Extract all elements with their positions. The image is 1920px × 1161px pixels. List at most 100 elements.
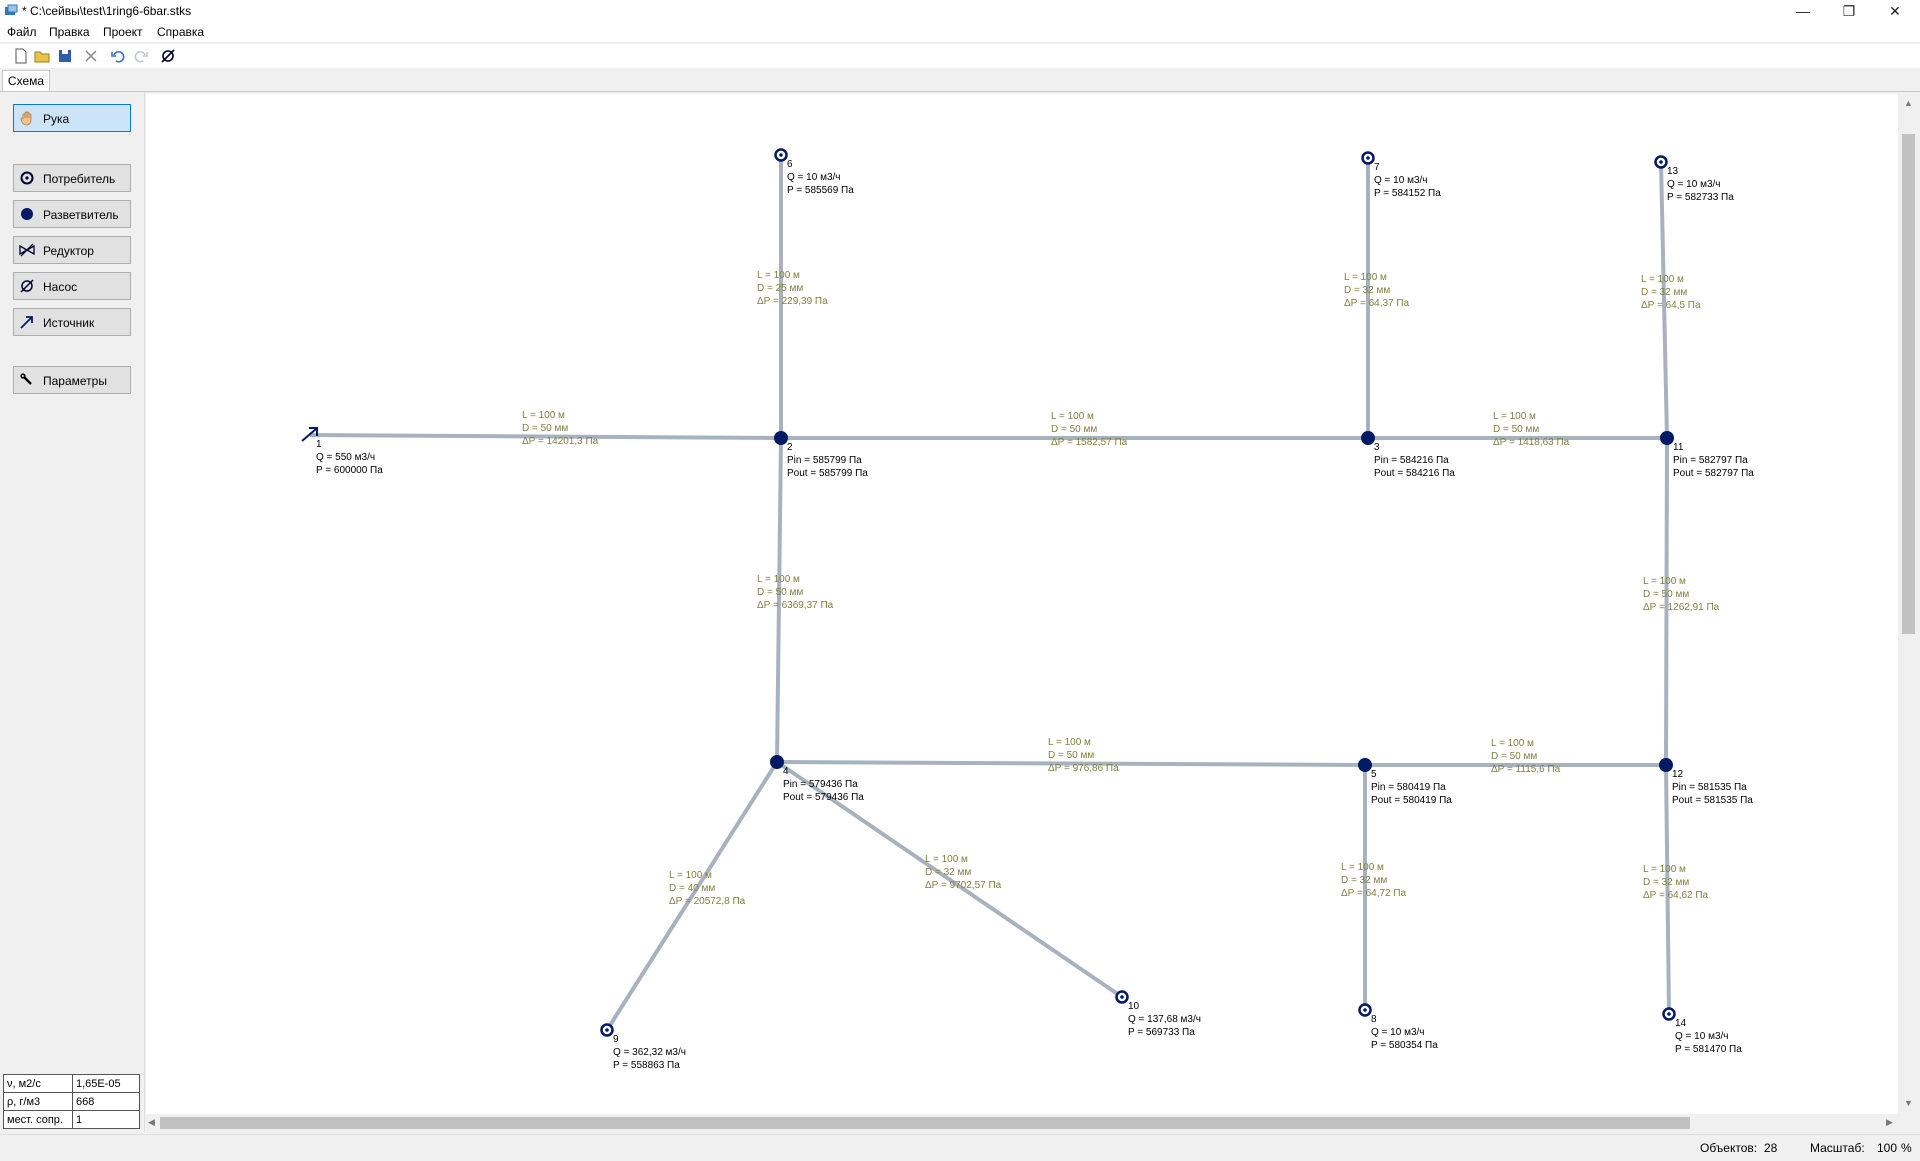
menu-help[interactable]: Справка [157,25,205,39]
pipe-param-label: L = 100 м [669,870,712,881]
horizontal-scrollbar[interactable]: ◀ ▶ [146,1114,1898,1132]
source-tool-button[interactable]: Источник [13,308,131,336]
splitter-node-icon[interactable] [1659,758,1673,772]
close-button[interactable]: ✕ [1889,3,1901,19]
splitter-node-icon[interactable] [770,755,784,769]
restore-button[interactable]: ❐ [1842,3,1856,19]
horizontal-scroll-thumb[interactable] [160,1117,1690,1129]
pipe-line[interactable] [605,760,779,1032]
consumer-node-icon[interactable] [1115,990,1129,1004]
pipe-param-label: D = 50 мм [1493,424,1539,435]
hand-tool-button[interactable]: Рука [13,104,131,132]
consumer-node[interactable]: 10Q = 137,68 м3/чP = 569733 Па [1115,990,1201,1039]
pump-tool-icon[interactable] [159,47,177,65]
consumer-node-icon[interactable] [1358,1003,1372,1017]
param-value-input[interactable]: 1,65E-05 [72,1074,140,1093]
menu-project[interactable]: Проект [103,25,143,39]
node-param-label: Pout = 579436 Па [783,792,864,803]
pipe-line[interactable] [775,437,783,763]
pipe-param-label: D = 50 мм [1051,424,1097,435]
consumer-icon [20,171,34,185]
pipe-param-label: ΔP = 1262,91 Па [1643,602,1720,613]
open-folder-icon[interactable] [33,47,51,65]
vertical-scroll-thumb[interactable] [1902,134,1915,634]
splitter-node-icon[interactable] [1660,431,1674,445]
consumer-node-icon[interactable] [1662,1007,1676,1021]
consumer-tool-button[interactable]: Потребитель [13,164,131,192]
menu-file[interactable]: Файл [7,25,37,39]
tab-scheme[interactable]: Схема [2,70,50,93]
scroll-down-icon[interactable]: ▼ [1904,1098,1913,1108]
undo-icon[interactable] [109,47,127,65]
param-value-input[interactable]: 668 [72,1092,140,1111]
new-file-icon[interactable] [12,47,30,65]
consumer-node[interactable]: 14Q = 10 м3/чP = 581470 Па [1662,1007,1743,1056]
reducer-tool-button[interactable]: Редуктор [13,236,131,264]
splitter-tool-button[interactable]: Разветвитель [13,200,131,228]
source-node-icon[interactable] [301,427,318,442]
source-node[interactable]: 1Q = 550 м3/чP = 600000 Па [301,427,383,476]
splitter-node-icon[interactable] [1358,758,1372,772]
splitter-node-icon[interactable] [774,431,788,445]
consumer-node-icon[interactable] [774,148,788,162]
pipe-param-label: L = 100 м [1048,737,1091,748]
pump-tool-button[interactable]: Насос [13,272,131,300]
consumer-node[interactable]: 9Q = 362,32 м3/чP = 558863 Па [600,1023,686,1072]
pipe-line[interactable] [309,433,782,440]
scroll-up-icon[interactable]: ▲ [1904,98,1913,108]
consumer-node[interactable]: 13Q = 10 м3/чP = 582733 Па [1654,155,1735,204]
pipe-line[interactable] [775,760,1124,999]
consumer-node-icon[interactable] [1361,151,1375,165]
scroll-right-icon[interactable]: ▶ [1886,1117,1893,1127]
pipe-param-label: L = 100 м [522,410,565,421]
delete-icon[interactable] [82,47,100,65]
node-id-label: 1 [316,439,322,450]
redo-icon[interactable] [132,47,150,65]
pipe-param-label: D = 50 мм [1491,751,1537,762]
consumer-node[interactable]: 6Q = 10 м3/чP = 585569 Па [774,148,855,197]
scroll-left-icon[interactable]: ◀ [148,1117,155,1127]
vertical-scrollbar[interactable]: ▲ ▼ [1898,94,1918,1114]
save-icon[interactable] [56,47,74,65]
node-param-label: P = 580354 Па [1371,1040,1438,1051]
menu-edit[interactable]: Правка [49,25,90,39]
param-value-input[interactable]: 1 [72,1110,140,1129]
minimize-button[interactable]: — [1796,3,1810,19]
title-bar: * C:\сейвы\test\1ring6-6bar.stks — ❐ ✕ [0,0,1920,22]
consumer-node-icon[interactable] [1654,155,1668,169]
pipe-param-label: ΔP = 14201,3 Па [522,436,599,447]
consumer-node[interactable]: 8Q = 10 м3/чP = 580354 Па [1358,1003,1439,1052]
pipe-line[interactable] [1664,764,1671,1015]
parameters-button[interactable]: Параметры [13,366,131,394]
consumer-node-icon[interactable] [600,1023,614,1037]
pipe-param-label: ΔP = 20572,8 Па [669,896,746,907]
consumer-node[interactable]: 7Q = 10 м3/чP = 584152 Па [1361,151,1442,200]
pipe-line[interactable] [1659,161,1669,439]
splitter-node-icon[interactable] [1361,431,1375,445]
pipe-line[interactable] [1664,437,1669,766]
pipe-line[interactable] [776,760,1366,767]
pipe-param-label: ΔP = 1418,63 Па [1493,437,1570,448]
